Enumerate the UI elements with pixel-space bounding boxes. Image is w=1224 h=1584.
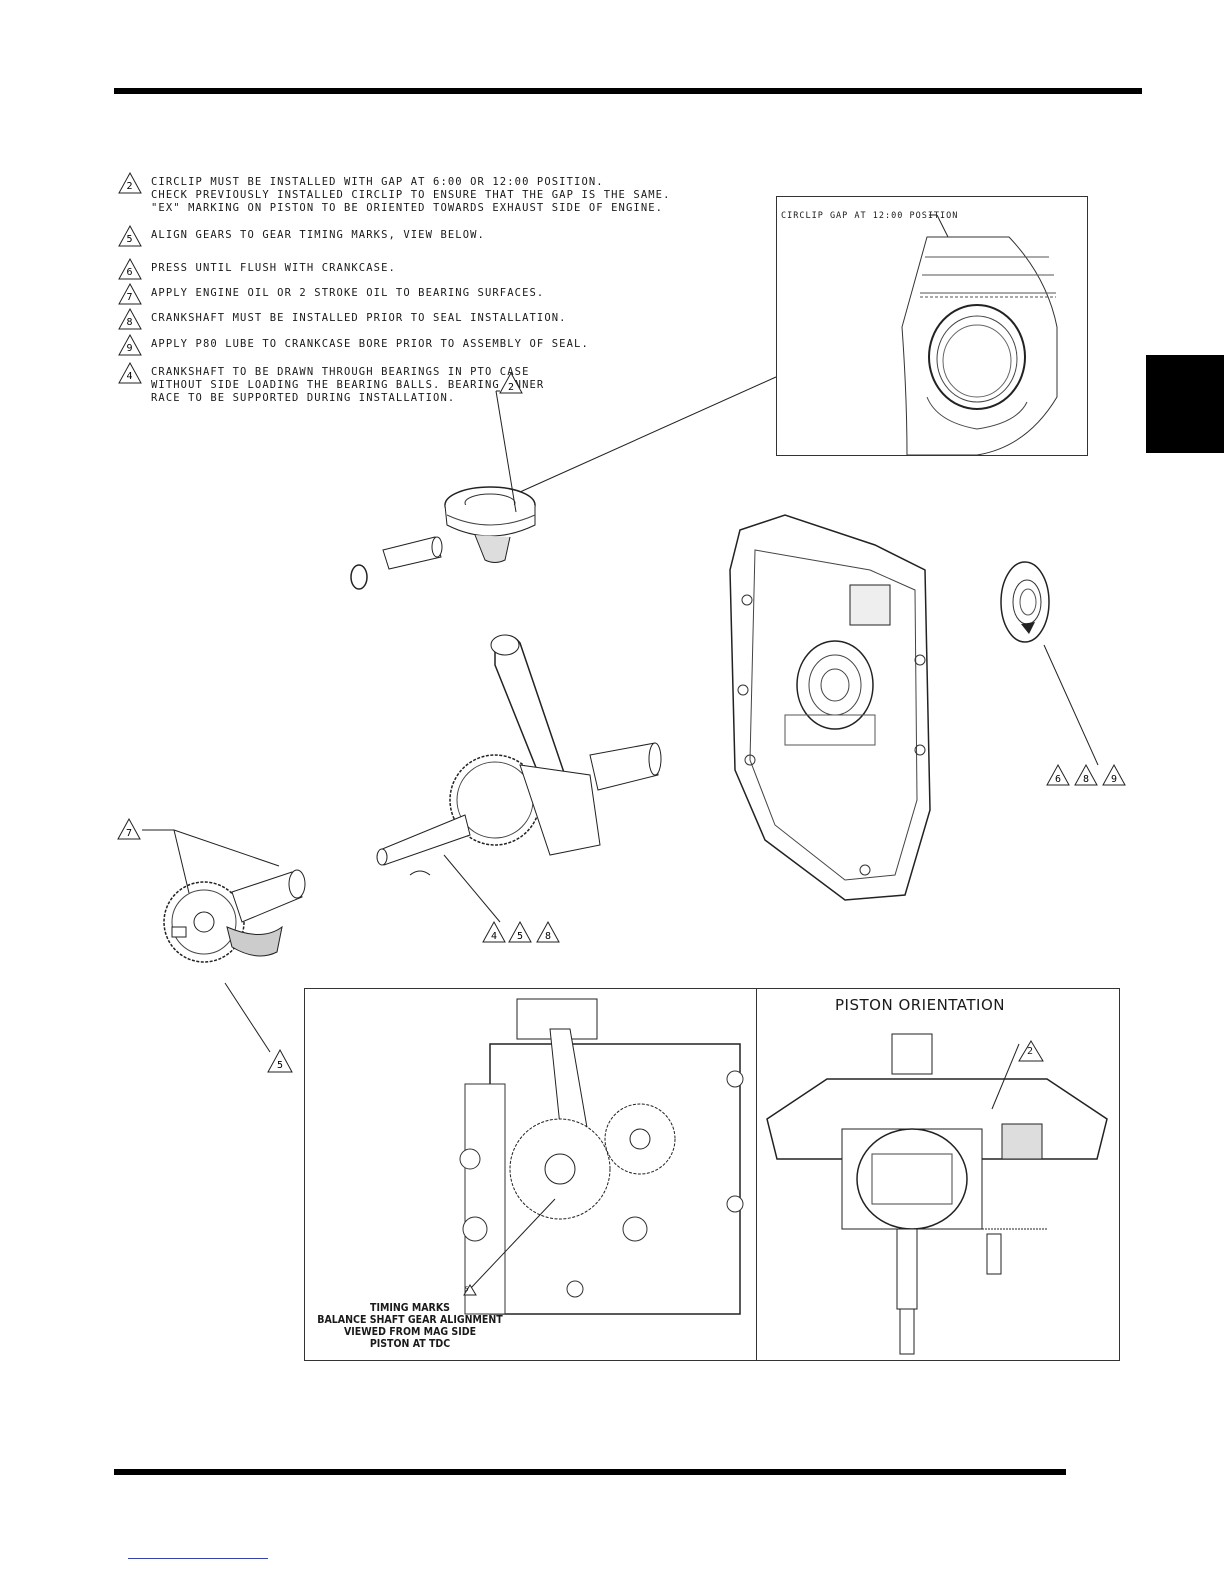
orientation-callout-number: 2: [1027, 1046, 1034, 1057]
note-triangle-icon: 9: [118, 334, 142, 356]
svg-text:9: 9: [126, 343, 133, 354]
svg-text:5: 5: [126, 234, 133, 245]
timing-view-drawing: [459, 998, 744, 1315]
balance-oil-callout: 7: [114, 818, 294, 898]
panel-divider: [756, 989, 757, 1360]
svg-text:2: 2: [126, 181, 133, 192]
note-7: 7 APPLY ENGINE OIL OR 2 STROKE OIL TO BE…: [118, 283, 543, 339]
piston-orientation-title: PISTON ORIENTATION: [835, 996, 1006, 1014]
svg-text:6: 6: [126, 267, 133, 278]
note-9: 9 APPLY P80 LUBE TO CRANKCASE BORE PRIOR…: [118, 334, 588, 390]
svg-text:9: 9: [1111, 774, 1117, 785]
bottom-views-frame: 5 TIMING MARKS BALANCE SHAFT GEAR ALIGNM…: [304, 988, 1120, 1361]
footer-link-underline: [128, 1558, 268, 1559]
circlip-inset-label: CIRCLIP GAP AT 12:00 POSITION: [781, 211, 959, 221]
svg-text:4: 4: [491, 931, 497, 942]
note-4: 4 CRANKSHAFT TO BE DRAWN THROUGH BEARING…: [118, 362, 543, 418]
section-tab: [1146, 355, 1224, 453]
piston-callout: 2: [476, 372, 536, 522]
svg-text:8: 8: [545, 931, 551, 942]
crankshaft-callouts: 4 5 8: [440, 850, 580, 950]
note-triangle-icon: 4: [118, 362, 142, 384]
circlip-inset-panel: CIRCLIP GAP AT 12:00 POSITION: [776, 196, 1088, 456]
note-6: 6 PRESS UNTIL FLUSH WITH CRANKCASE.: [118, 258, 395, 314]
piston-drawing: [350, 486, 536, 590]
crankcase-drawing: [729, 514, 931, 901]
note-2: 2 CIRCLIP MUST BE INSTALLED WITH GAP AT …: [118, 172, 669, 228]
svg-text:7: 7: [126, 292, 133, 303]
timing-caption: TIMING MARKS BALANCE SHAFT GEAR ALIGNMEN…: [317, 1302, 503, 1350]
seal-drawing: [1000, 561, 1050, 643]
svg-text:5: 5: [277, 1060, 283, 1071]
svg-text:6: 6: [1055, 774, 1061, 785]
note-5: 5 ALIGN GEARS TO GEAR TIMING MARKS, VIEW…: [118, 225, 484, 281]
balance-shaft-drawing: [163, 869, 306, 963]
note-triangle-icon: 6: [118, 258, 142, 280]
timing-callout-number: 5: [465, 1286, 469, 1293]
svg-text:5: 5: [517, 931, 523, 942]
note-triangle-icon: 2: [118, 172, 142, 194]
note-triangle-icon: 5: [118, 225, 142, 247]
crankshaft-drawing: [376, 634, 662, 876]
seal-callouts: 6 8 9: [1040, 640, 1140, 790]
svg-text:8: 8: [126, 317, 133, 328]
svg-text:8: 8: [1083, 774, 1089, 785]
orientation-view-drawing: [766, 1033, 1108, 1355]
svg-text:7: 7: [126, 828, 132, 839]
balance-gear-callout: 5: [220, 978, 310, 1078]
note-triangle-icon: 8: [118, 308, 142, 330]
note-8: 8 CRANKSHAFT MUST BE INSTALLED PRIOR TO …: [118, 308, 566, 364]
note-triangle-icon: 7: [118, 283, 142, 305]
footer-rule: [114, 1469, 1066, 1475]
header-rule: [114, 88, 1142, 94]
piston-closeup-drawing: [901, 214, 1058, 455]
svg-text:4: 4: [126, 371, 133, 382]
svg-text:2: 2: [508, 382, 514, 393]
